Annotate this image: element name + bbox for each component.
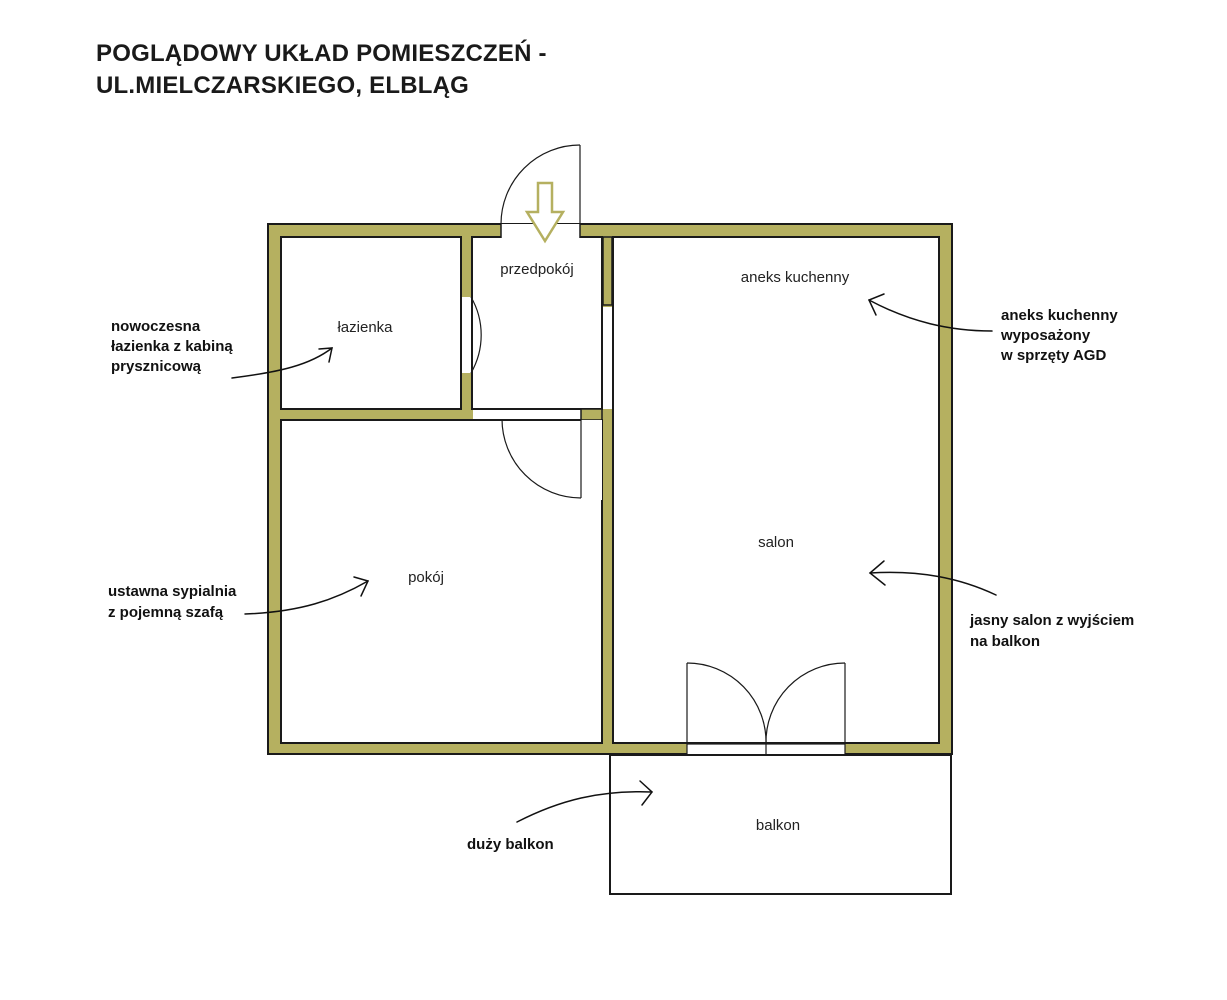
room-salon (612, 236, 940, 744)
pointer-arrow-balkon (516, 780, 654, 823)
note-salon-line-1: jasny salon z wyjściem (969, 612, 1134, 629)
pokoj-door-swing (501, 418, 582, 499)
label-balkon: balkon (756, 817, 800, 834)
note-salon: jasny salon z wyjściem na balkon (969, 612, 1134, 650)
pointer-arrow-lazienka (231, 347, 333, 379)
note-lazienka-line-1: nowoczesna (111, 318, 201, 335)
note-lazienka-line-2: łazienka z kabiną (111, 338, 233, 355)
note-aneks-line-3: w sprzęty AGD (1000, 347, 1106, 364)
wall-stub-pokoj (580, 408, 603, 421)
room-pokoj (280, 419, 603, 744)
note-aneks: aneks kuchenny wyposażony w sprzęty AGD (1000, 307, 1118, 364)
doorway-lazienka (462, 297, 471, 373)
note-lazienka: nowoczesna łazienka z kabiną prysznicową (111, 318, 233, 375)
balcony-door-swing-right (765, 662, 846, 745)
label-przedpokoj: przedpokój (500, 261, 573, 278)
pointer-arrow-salon (868, 560, 997, 596)
wall-gap (581, 420, 602, 500)
title-line-2: UL.MIELCZARSKIEGO, ELBLĄG (96, 72, 469, 99)
label-aneks: aneks kuchenny (741, 269, 850, 286)
note-lazienka-line-3: prysznicową (111, 358, 202, 375)
room-przedpokoj (471, 236, 603, 410)
balcony (609, 754, 952, 895)
doorway-salon (603, 307, 612, 409)
note-aneks-line-2: wyposażony (1000, 327, 1091, 344)
pointer-arrow-pokoj (244, 576, 370, 615)
entrance-arrow-icon (524, 181, 566, 244)
doorway-pokoj (473, 410, 581, 419)
note-salon-line-2: na balkon (970, 633, 1040, 650)
note-balkon: duży balkon (467, 836, 554, 853)
label-lazienka: łazienka (337, 319, 393, 336)
title-line-1: POGLĄDOWY UKŁAD POMIESZCZEŃ - (96, 40, 547, 67)
room-lazienka (280, 236, 462, 410)
wall-stub-salon (602, 236, 613, 306)
note-pokoj-line-1: ustawna sypialnia (108, 583, 237, 600)
page-title: POGLĄDOWY UKŁAD POMIESZCZEŃ - UL.MIELCZA… (96, 38, 547, 102)
label-salon: salon (758, 534, 794, 551)
note-pokoj-line-2: z pojemną szafą (108, 604, 224, 621)
label-pokoj: pokój (408, 569, 444, 586)
note-balkon-line-1: duży balkon (467, 836, 554, 853)
note-aneks-line-1: aneks kuchenny (1001, 307, 1118, 324)
note-pokoj: ustawna sypialnia z pojemną szafą (108, 583, 237, 621)
entrance-door-swing (500, 144, 581, 225)
pointer-arrow-aneks (867, 293, 993, 332)
balcony-door-swing-left (686, 662, 767, 745)
lazienka-door-swing (470, 296, 482, 374)
